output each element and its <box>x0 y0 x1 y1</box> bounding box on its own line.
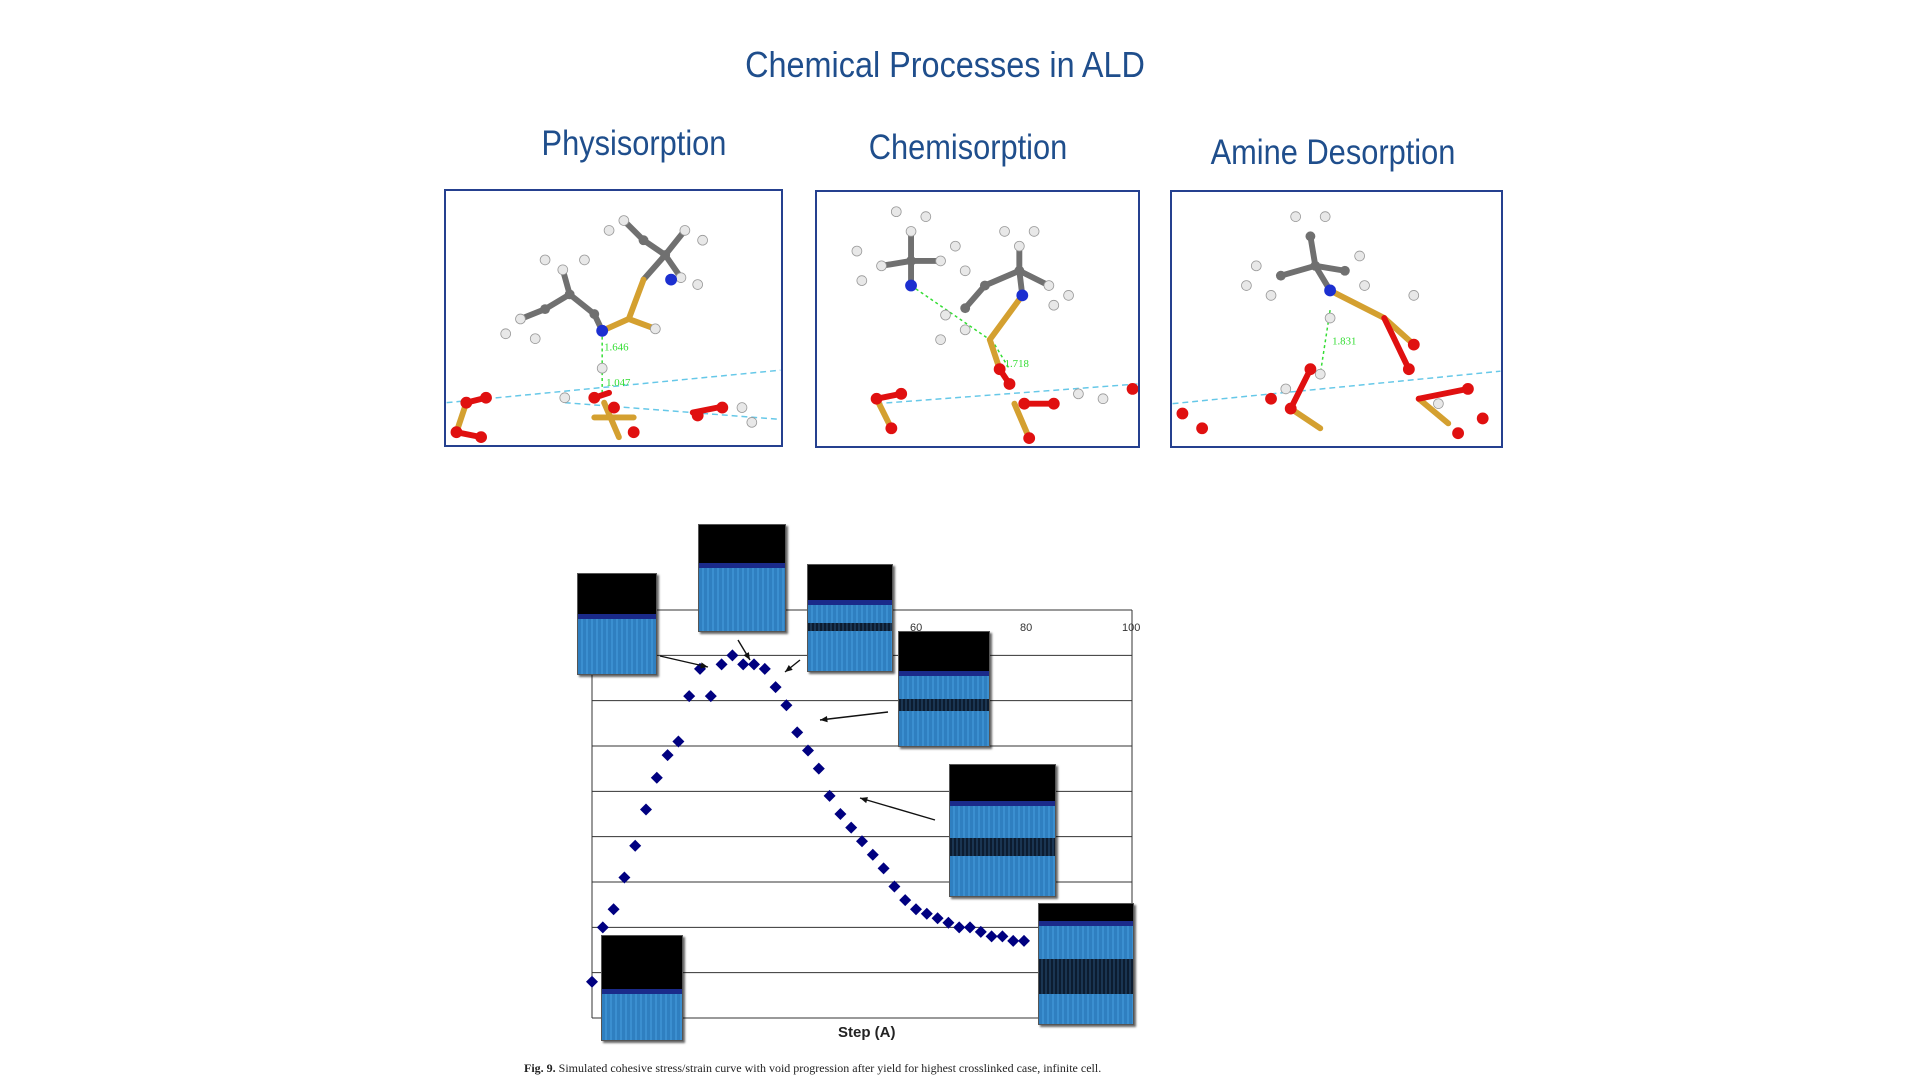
x-tick-60: 60 <box>910 622 923 634</box>
snapshot-inset-7 <box>601 935 683 1041</box>
data-point <box>737 658 750 671</box>
snapshot-inset-2 <box>698 524 786 632</box>
data-point <box>877 862 890 875</box>
data-point <box>629 839 642 852</box>
data-point <box>812 762 825 775</box>
data-point <box>748 658 760 671</box>
data-point <box>586 975 598 988</box>
data-point <box>866 848 879 861</box>
h-bond-distance-1: 1.646 <box>604 341 629 353</box>
snapshot-inset-3 <box>807 564 893 672</box>
data-point <box>769 681 782 694</box>
data-point <box>726 649 739 662</box>
data-point <box>931 912 944 925</box>
x-tick-100: 100 <box>1122 622 1141 634</box>
data-point <box>704 690 717 703</box>
annotation-arrow <box>819 711 889 721</box>
data-point <box>996 930 1009 943</box>
annotation-arrowhead <box>743 652 750 660</box>
panel-label-chemisorption: Chemisorption <box>868 128 1068 167</box>
data-point <box>1018 934 1030 947</box>
data-point <box>661 749 674 762</box>
data-point <box>823 789 836 802</box>
data-point <box>758 662 771 675</box>
snapshot-inset-6 <box>1038 903 1134 1025</box>
amine-desorption-molecule-panel: 1.831 <box>1170 190 1503 448</box>
annotation-arrowhead <box>860 797 868 804</box>
figure-caption-label: Fig. 9. <box>524 1061 556 1075</box>
figure-caption-text: Simulated cohesive stress/strain curve w… <box>558 1061 1102 1075</box>
amine-desorption-molecule-image: 1.831 <box>1172 211 1501 440</box>
data-point <box>1007 934 1020 947</box>
slide-title: Chemical Processes in ALD <box>745 44 1145 85</box>
annotation-arrowhead <box>785 664 793 672</box>
physisorption-molecule-image: 1.646 1.047 <box>446 215 781 444</box>
h-bond-distance-2: 1.047 <box>606 377 631 389</box>
data-point <box>856 835 868 848</box>
data-point <box>920 907 933 920</box>
data-point <box>942 916 955 929</box>
data-point <box>974 925 987 938</box>
data-point <box>650 771 663 784</box>
physisorption-molecule-panel: 1.646 1.047 <box>444 189 783 447</box>
snapshot-inset-4 <box>898 631 990 747</box>
data-point <box>953 921 966 934</box>
data-point <box>985 930 998 943</box>
bond-distance: 1.718 <box>1005 358 1029 370</box>
data-point <box>899 894 912 907</box>
snapshot-inset-5 <box>949 764 1056 897</box>
data-point <box>780 699 793 712</box>
data-point <box>845 821 858 834</box>
x-tick-80: 80 <box>1020 622 1033 634</box>
annotation-arrow <box>859 797 936 821</box>
x-axis-label: Step (A) <box>838 1024 896 1041</box>
data-point <box>888 880 901 893</box>
data-point <box>596 921 609 934</box>
data-point <box>640 803 652 816</box>
chemisorption-molecule-panel: 1.718 <box>815 190 1140 448</box>
annotation-arrow <box>659 655 709 668</box>
data-point <box>910 903 922 916</box>
panel-label-physisorption: Physisorption <box>541 124 727 163</box>
chemisorption-molecule-image: 1.718 <box>851 206 1138 445</box>
annotation-arrowhead <box>700 662 708 669</box>
data-point <box>607 903 620 916</box>
figure-caption: Fig. 9. Simulated cohesive stress/strain… <box>524 1061 1101 1076</box>
data-point <box>672 735 685 748</box>
h-bond-distance: 1.831 <box>1332 336 1356 348</box>
data-point <box>964 921 976 934</box>
snapshot-inset-1 <box>577 573 657 675</box>
data-point <box>791 726 804 739</box>
annotation-arrowhead <box>820 716 828 723</box>
data-point <box>802 744 814 757</box>
data-point <box>715 658 728 671</box>
data-point <box>683 690 696 703</box>
data-point <box>618 871 631 884</box>
panel-label-amine-desorption: Amine Desorption <box>1210 133 1456 172</box>
data-point <box>834 808 847 820</box>
